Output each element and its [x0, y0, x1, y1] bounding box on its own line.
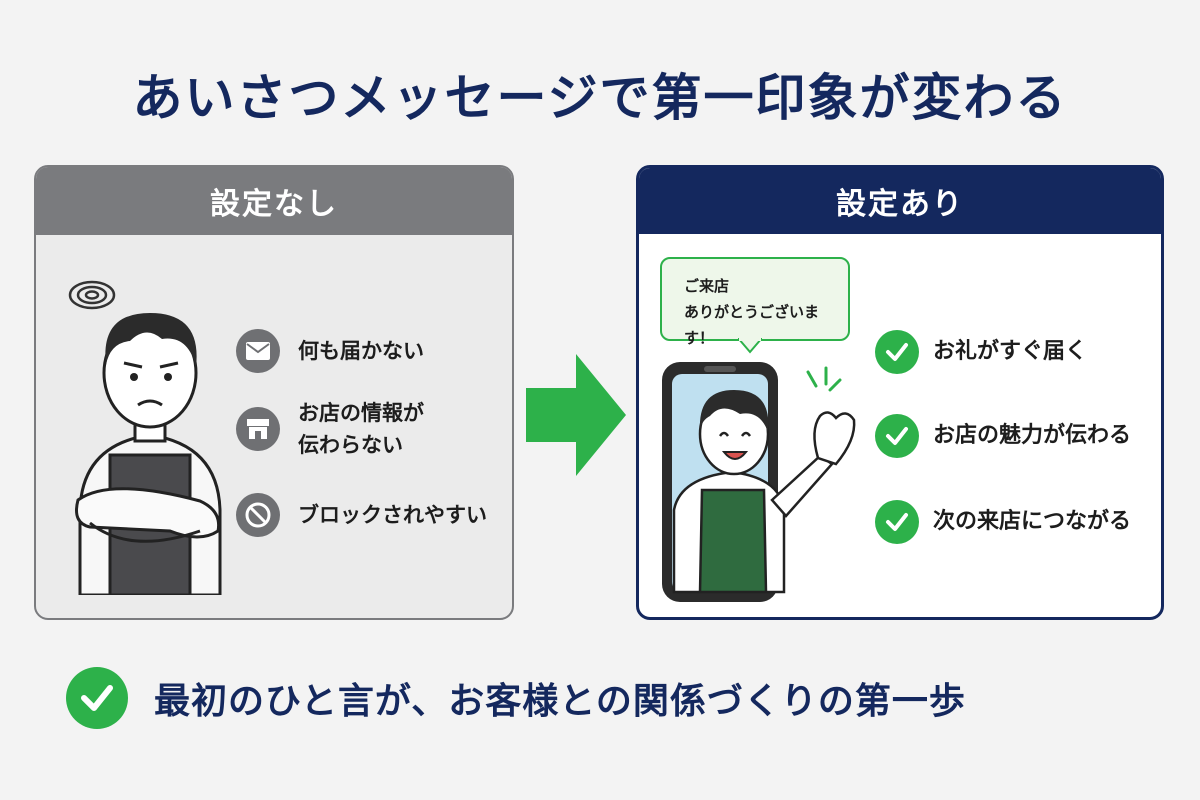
- block-icon: [236, 493, 280, 537]
- panel-heading-without: 設定なし: [36, 167, 512, 235]
- mail-icon: [236, 329, 280, 373]
- check-icon: [875, 500, 919, 544]
- right-arrow-icon: [526, 354, 626, 476]
- page-title: あいさつメッセージで第一印象が変わる: [132, 69, 1068, 127]
- conclusion-text: 最初のひと言が、お客様との関係づくりの第一歩: [154, 681, 966, 722]
- store-info-line2: 伝わらない: [298, 433, 403, 457]
- conclusion-row: 最初のひと言が、お客様との関係づくりの第一歩: [66, 667, 966, 729]
- panel-without-setting: 設定なし 何も届かない お店の情報が 伝わらない: [34, 165, 514, 620]
- smartphone-shopkeeper-illustration: [662, 362, 856, 602]
- next-visit-text: 次の来店につながる: [933, 509, 1132, 534]
- no-message-text: 何も届かない: [298, 339, 424, 363]
- thanks-delivered-text: お礼がすぐ届く: [933, 339, 1088, 364]
- check-icon: [875, 330, 919, 374]
- bubble-line1: ご来店: [684, 277, 730, 295]
- confused-swirl-icon: [68, 280, 116, 310]
- bubble-line2: ありがとうございます！: [684, 303, 820, 347]
- greeting-speech-bubble: ご来店 ありがとうございます！: [660, 257, 850, 347]
- check-icon: [875, 414, 919, 458]
- store-info-line1: お店の情報が: [298, 401, 424, 425]
- store-info-not-conveyed-text: お店の情報が 伝わらない: [298, 397, 424, 461]
- shop-icon: [236, 407, 280, 451]
- easily-blocked-text: ブロックされやすい: [298, 503, 487, 527]
- check-icon: [66, 667, 128, 729]
- worried-shopkeeper-illustration: [68, 280, 222, 595]
- bubble-tail: [738, 338, 762, 354]
- panel-heading-with: 設定あり: [639, 168, 1161, 234]
- store-appeal-text: お店の魅力が伝わる: [933, 423, 1132, 448]
